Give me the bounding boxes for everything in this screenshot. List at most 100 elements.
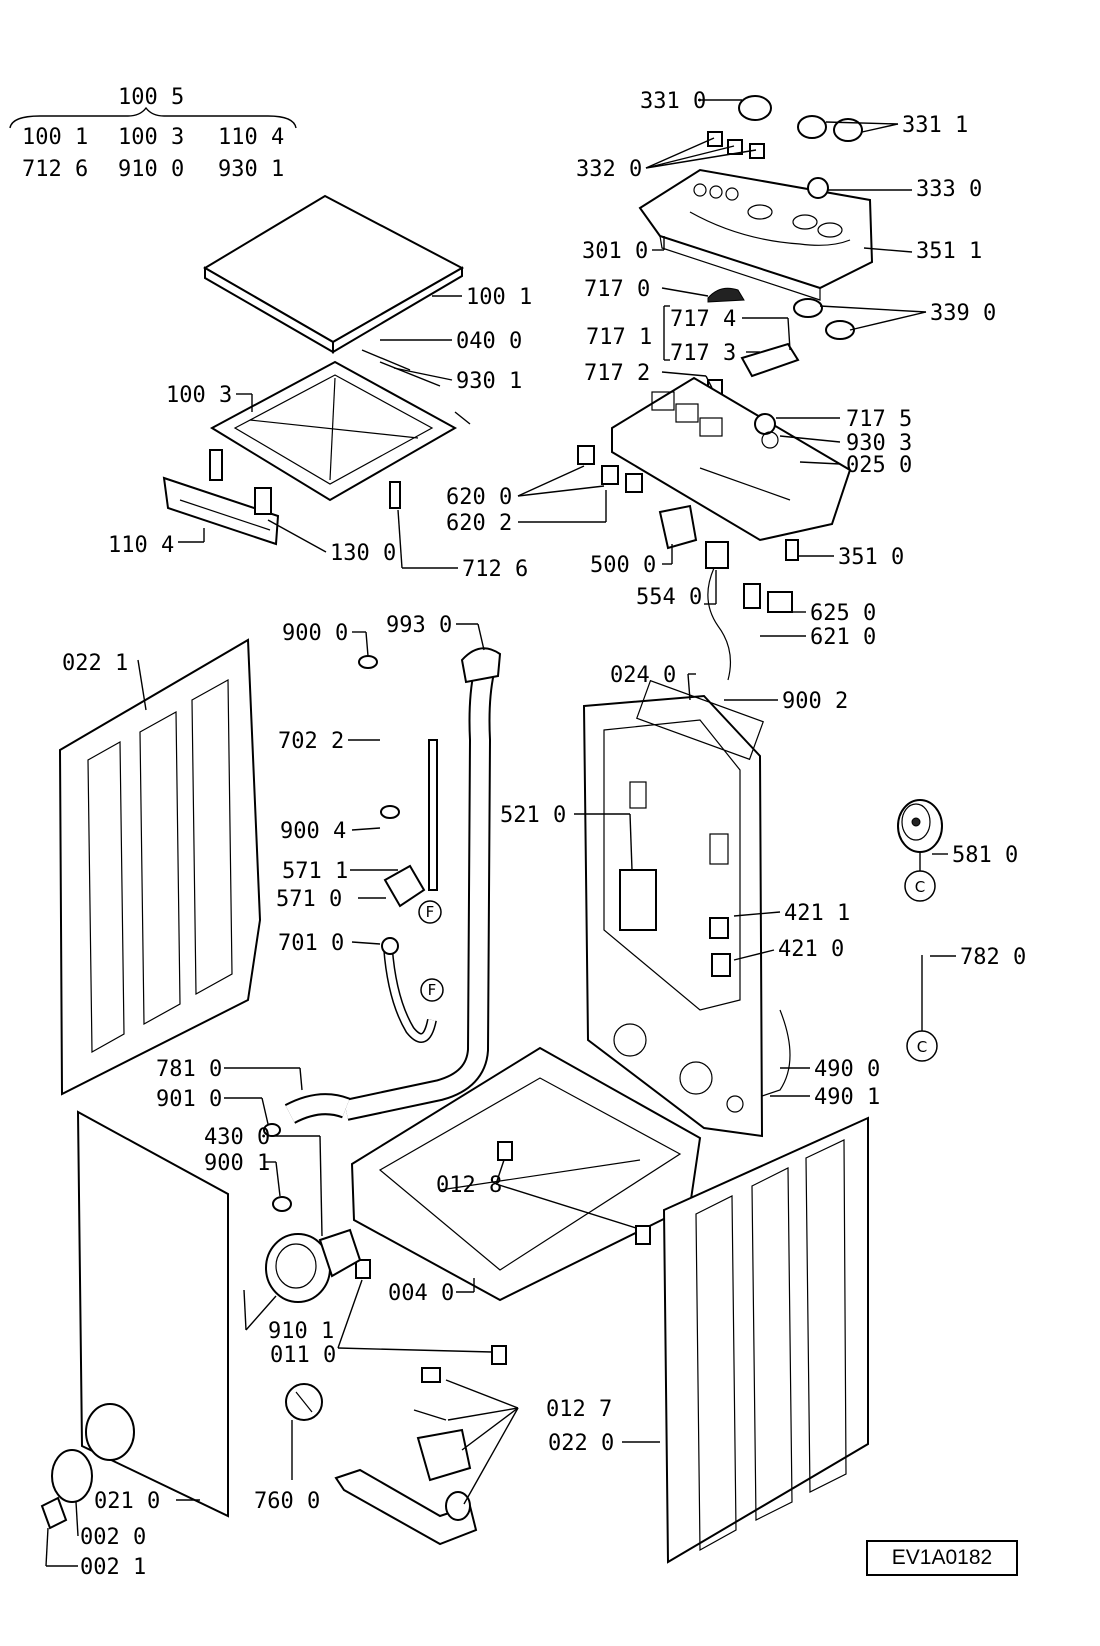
block-625-0 <box>767 591 793 613</box>
callout-label: 717 1 <box>586 325 652 350</box>
callout-label: 333 0 <box>916 177 982 202</box>
callout-label: 012 8 <box>436 1173 502 1198</box>
door-002-0 <box>51 1449 93 1503</box>
dispenser-500-0 <box>658 504 698 550</box>
selector-339-upper <box>793 298 823 318</box>
foot-012-8a <box>497 1141 513 1161</box>
pump-housing <box>265 1228 362 1303</box>
callout-label: 910 1 <box>268 1319 334 1344</box>
hose-elbow <box>460 647 502 684</box>
callout-label: 701 0 <box>278 931 344 956</box>
clip-351-0 <box>785 539 799 561</box>
group-item: 910 0 <box>118 157 184 182</box>
callout-label: 500 0 <box>590 553 656 578</box>
callout-label: 490 1 <box>814 1085 880 1110</box>
callout-label: 581 0 <box>952 843 1018 868</box>
group-item: 110 4 <box>218 125 284 150</box>
callout-label: 339 0 <box>930 301 996 326</box>
callout-label: 621 0 <box>810 625 876 650</box>
side-panel-right <box>662 1116 869 1564</box>
pulley-581 <box>897 799 943 853</box>
group-item: 100 1 <box>22 125 88 150</box>
group-item: 930 1 <box>218 157 284 182</box>
header-group: 100 5 100 1 100 3 110 4 712 6 910 0 930 … <box>9 85 297 182</box>
callout-label: 100 1 <box>466 285 532 310</box>
clamp-900-1 <box>272 1196 292 1212</box>
connector-mark-f-upper <box>418 900 442 924</box>
callout-label: 351 0 <box>838 545 904 570</box>
callout-label: 040 0 <box>456 329 522 354</box>
callout-label: 571 1 <box>282 859 348 884</box>
callout-label: 625 0 <box>810 601 876 626</box>
callout-label: 900 1 <box>204 1151 270 1176</box>
rear-panel <box>582 679 791 1138</box>
callout-label: 301 0 <box>582 239 648 264</box>
control-console <box>638 168 874 301</box>
bracket <box>416 1428 472 1482</box>
callout-label: 024 0 <box>610 663 676 688</box>
ring-717-5 <box>754 413 776 435</box>
callout-label: 130 0 <box>330 541 396 566</box>
foot-012-8b <box>635 1225 651 1245</box>
callout-label: 930 1 <box>456 369 522 394</box>
callout-label: 702 2 <box>278 729 344 754</box>
callout-label: 717 5 <box>846 407 912 432</box>
leader-lines <box>45 99 956 1567</box>
tube-vertical <box>428 739 438 891</box>
callout-label: 110 4 <box>108 533 174 558</box>
clamp-900-4 <box>380 805 400 819</box>
callout-label: 002 0 <box>80 1525 146 1550</box>
callout-label: 021 0 <box>94 1489 160 1514</box>
pin <box>413 1409 447 1421</box>
knobs <box>707 95 863 199</box>
hinge-clip <box>254 487 272 515</box>
side-panel-left <box>58 638 262 1096</box>
foot-011-0b <box>491 1345 507 1365</box>
callout-label: 332 0 <box>576 157 642 182</box>
connector-mark-label: F <box>426 903 435 921</box>
callout-label: 554 0 <box>636 585 702 610</box>
callout-label: 331 1 <box>902 113 968 138</box>
callout-label: 901 0 <box>156 1087 222 1112</box>
front-panel-strip <box>162 476 280 546</box>
callout-label: 430 0 <box>204 1125 270 1150</box>
callout-label: 521 0 <box>500 803 566 828</box>
callout-label: 620 0 <box>446 485 512 510</box>
callout-label: 620 2 <box>446 511 512 536</box>
callout-label: 900 2 <box>782 689 848 714</box>
callout-label: 993 0 <box>386 613 452 638</box>
callout-label: 490 0 <box>814 1057 880 1082</box>
connector-mark-label: C <box>915 878 925 896</box>
front-panel <box>76 1110 229 1518</box>
callout-label: 717 0 <box>584 277 650 302</box>
button-717-0 <box>707 287 745 303</box>
connector-mark-f-lower <box>420 978 444 1002</box>
rails-and-springs <box>361 349 471 425</box>
callout-label: 760 0 <box>254 1489 320 1514</box>
callout-label: 421 1 <box>784 901 850 926</box>
callout-label: 011 0 <box>270 1343 336 1368</box>
latch-002-1 <box>40 1496 68 1530</box>
group-item: 100 3 <box>118 125 184 150</box>
top-frame <box>209 360 458 509</box>
clamp-900-0 <box>358 655 378 669</box>
callout-label: 002 1 <box>80 1555 146 1580</box>
electronic-module <box>611 376 852 542</box>
valve-571 <box>383 864 426 908</box>
pressure-switch-554-0 <box>705 541 729 569</box>
group-brace <box>9 106 297 129</box>
ring-930-3 <box>761 431 779 449</box>
pressure-hose <box>707 567 731 681</box>
callout-label: 331 0 <box>640 89 706 114</box>
connector-mark-label: C <box>917 1038 927 1056</box>
callout-label: 351 1 <box>916 239 982 264</box>
top-lid <box>203 194 465 354</box>
callout-label: 004 0 <box>388 1281 454 1306</box>
callout-labels: 331 0 331 1 332 0 333 0 301 0 351 1 717 … <box>62 89 1026 1580</box>
callout-label: 025 0 <box>846 453 912 478</box>
connector-mark-label: F <box>428 981 437 999</box>
group-item: 712 6 <box>22 157 88 182</box>
callout-label: 782 0 <box>960 945 1026 970</box>
callout-label: 781 0 <box>156 1057 222 1082</box>
